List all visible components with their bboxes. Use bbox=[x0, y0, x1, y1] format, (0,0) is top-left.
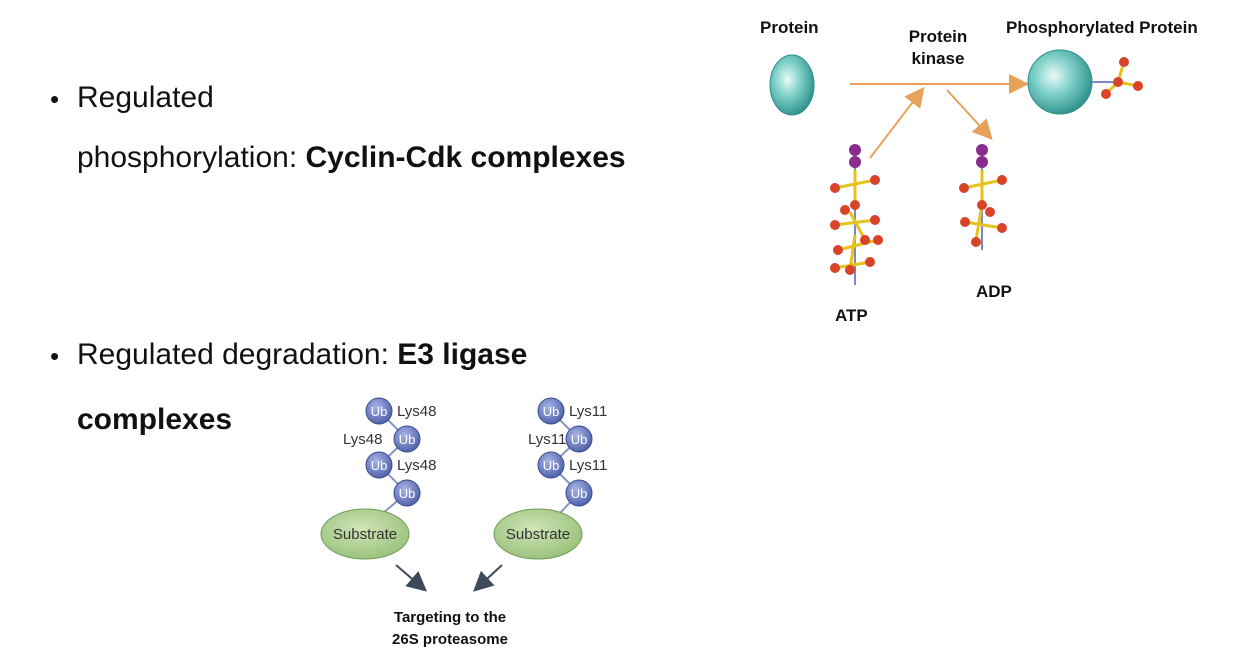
label-phosphorylated-protein: Phosphorylated Protein bbox=[1006, 18, 1198, 37]
bullet-2-line-1: Regulated degradation: E3 ligase bbox=[77, 340, 527, 370]
bullet-point-1: • bbox=[50, 84, 60, 114]
bullet-1-bold-text: Cyclin-Cdk complexes bbox=[305, 141, 626, 174]
bullet-2-bold-text: E3 ligase bbox=[397, 338, 528, 371]
label-protein-kinase: Protein kinase bbox=[890, 26, 986, 70]
adp-molecule-icon bbox=[959, 144, 1007, 250]
target-label-line2: 26S proteasome bbox=[392, 631, 508, 648]
substrate-label: Substrate bbox=[333, 526, 397, 543]
atp-molecule-icon bbox=[830, 144, 883, 285]
atp-arrow bbox=[869, 86, 925, 159]
protein-shape bbox=[769, 54, 815, 116]
bullet-point-2: • bbox=[50, 341, 60, 371]
arrow-left bbox=[395, 564, 428, 592]
lys11-label: Lys11 bbox=[528, 431, 566, 448]
phosphorylated-protein-shape bbox=[1027, 49, 1093, 115]
label-adp: ADP bbox=[976, 282, 1012, 301]
bullet-1-line-1: Regulated bbox=[77, 81, 214, 114]
label-protein: Protein bbox=[760, 18, 819, 37]
lys48-label: Lys48 bbox=[397, 403, 436, 420]
ubiquitin-graphic: Ub Ub Ub Ub Ub Ub Ub Ub Lys48 Lys48 Lys4… bbox=[320, 397, 607, 648]
ub-label: Ub bbox=[571, 486, 588, 501]
label-protein-kinase-line2: kinase bbox=[911, 49, 965, 68]
phosphate-group-icon bbox=[1101, 57, 1143, 99]
bullet-1-plain-text: phosphorylation: bbox=[77, 141, 306, 174]
label-atp: ATP bbox=[835, 306, 868, 325]
bullet-2-line-2: complexes bbox=[77, 403, 233, 436]
lys48-label: Lys48 bbox=[343, 431, 382, 448]
ub-label: Ub bbox=[543, 458, 560, 473]
label-protein-kinase-line1: Protein bbox=[908, 27, 968, 46]
substrate-left bbox=[320, 508, 410, 560]
ubiquitin-diagram: Ub Ub Ub Ub Ub Ub Ub Ub Lys48 Lys48 Lys4… bbox=[310, 385, 620, 660]
ub-chain-lys48 bbox=[365, 397, 421, 507]
ub-label: Ub bbox=[543, 404, 560, 419]
bullet-1-line-2: phosphorylation: Cyclin-Cdk complexes bbox=[77, 143, 626, 173]
lys11-label: Lys11 bbox=[569, 457, 607, 474]
ub-chain-lys11 bbox=[537, 397, 593, 507]
bullet-2-plain-text: Regulated degradation: bbox=[77, 338, 398, 371]
ub-label: Ub bbox=[571, 432, 588, 447]
ub-label: Ub bbox=[399, 486, 416, 501]
ub-label: Ub bbox=[371, 404, 388, 419]
substrate-right bbox=[493, 508, 583, 560]
substrate-label: Substrate bbox=[506, 526, 570, 543]
phosphorylation-graphic bbox=[769, 49, 1143, 285]
adp-arrow bbox=[946, 89, 993, 140]
phosphorylation-diagram: Protein Protein kinase Phosphorylated Pr… bbox=[740, 0, 1240, 340]
ub-label: Ub bbox=[371, 458, 388, 473]
lys48-label: Lys48 bbox=[397, 457, 436, 474]
arrow-right bbox=[473, 564, 503, 592]
lys11-label: Lys11 bbox=[569, 403, 607, 420]
ub-label: Ub bbox=[399, 432, 416, 447]
target-label-line1: Targeting to the bbox=[394, 609, 506, 626]
